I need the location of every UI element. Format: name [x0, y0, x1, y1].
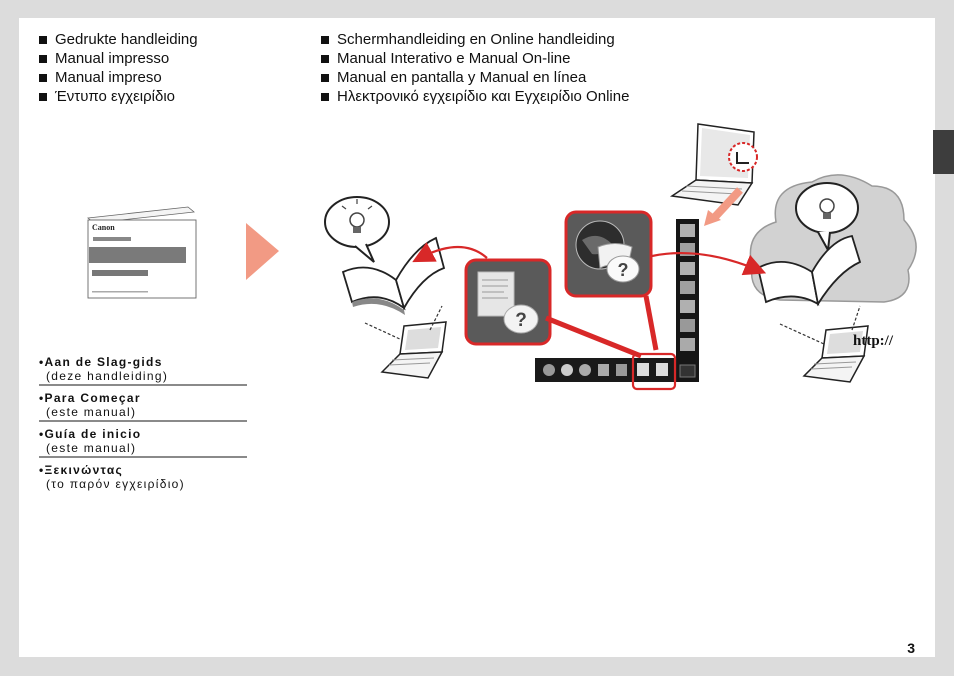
svg-text:?: ?: [515, 310, 527, 331]
square-bullet-icon: [321, 92, 329, 101]
square-bullet-icon: [321, 54, 329, 63]
launcher-toolbar: [676, 219, 699, 382]
laptop-icon: [802, 325, 869, 383]
guide-entry: •Aan de Slag-gids (deze handleiding): [39, 353, 247, 386]
square-bullet-icon: [39, 92, 47, 101]
chevron-right-icon: [246, 223, 279, 280]
square-bullet-icon: [321, 73, 329, 82]
list-item: Manual en pantalla y Manual en línea: [321, 68, 629, 87]
square-bullet-icon: [39, 73, 47, 82]
help-document-icon: ?: [464, 258, 552, 346]
manual-page: Gedrukte handleiding Manual impresso Man…: [19, 18, 935, 657]
url-label: http://: [853, 333, 894, 349]
list-item: Manual impreso: [39, 68, 198, 87]
cloud-icon: [749, 174, 917, 307]
list-item: Ηλεκτρονικό εγχειρίδιο και Εγχειρίδιο On…: [321, 87, 629, 106]
printed-booklet-icon: Canon: [87, 206, 197, 299]
guide-entry: •Ξεκινώντας (το παρόν εγχειρίδιο): [39, 463, 185, 491]
square-bullet-icon: [39, 54, 47, 63]
guide-entry: •Para Começar (este manual): [39, 389, 247, 422]
section-tab: [933, 130, 954, 174]
square-bullet-icon: [321, 35, 329, 44]
list-item: Manual Interativo e Manual On-line: [321, 49, 629, 68]
globe-help-icon: ?: [564, 210, 653, 298]
laptop-icon: [669, 123, 758, 206]
list-item: Gedrukte handleiding: [39, 30, 198, 49]
square-bullet-icon: [39, 35, 47, 44]
list-item: Έντυπο εγχειρίδιο: [39, 87, 198, 106]
list-item: Manual impresso: [39, 49, 198, 68]
online-manual-list: Schermhandleiding en Online handleiding …: [321, 30, 629, 106]
booklet-brand: Canon: [92, 223, 115, 232]
page-number: 3: [907, 640, 915, 656]
svg-text:?: ?: [618, 260, 629, 280]
getting-started-guide-list: •Aan de Slag-gids (deze handleiding) •Pa…: [39, 353, 247, 497]
launcher-toolbar: [535, 352, 677, 391]
list-item: Schermhandleiding en Online handleiding: [321, 30, 629, 49]
printed-manual-list: Gedrukte handleiding Manual impresso Man…: [39, 30, 198, 106]
guide-entry: •Guía de inicio (este manual): [39, 425, 247, 458]
laptop-icon: [380, 321, 447, 379]
